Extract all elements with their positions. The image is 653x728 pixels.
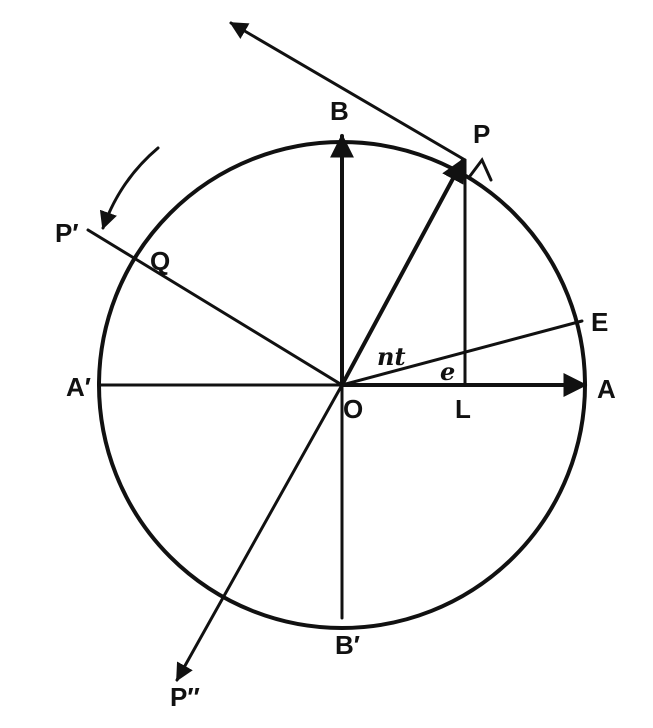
line-o-e <box>340 319 584 387</box>
label-q: Q <box>150 246 170 276</box>
vector-op <box>340 157 465 387</box>
label-o: O <box>343 394 363 424</box>
label-b: B <box>330 96 349 126</box>
vector-o-p-double-prime <box>175 383 344 682</box>
label-a-prime: A′ <box>66 372 91 402</box>
label-nt: nt <box>377 342 406 371</box>
label-b-prime: B′ <box>335 630 360 660</box>
label-l: L <box>455 394 471 424</box>
label-e-angle: e <box>440 357 455 386</box>
motion-arrow-at-p <box>468 157 493 182</box>
label-e: E <box>591 307 608 337</box>
label-a: A <box>597 374 616 404</box>
label-p-double-prime: P′′ <box>170 682 200 712</box>
rotation-arrow <box>99 146 160 230</box>
label-p: P <box>473 119 490 149</box>
line-o-p-prime <box>86 228 344 387</box>
label-p-prime: P′ <box>55 218 79 248</box>
tangent-at-p <box>229 21 467 162</box>
